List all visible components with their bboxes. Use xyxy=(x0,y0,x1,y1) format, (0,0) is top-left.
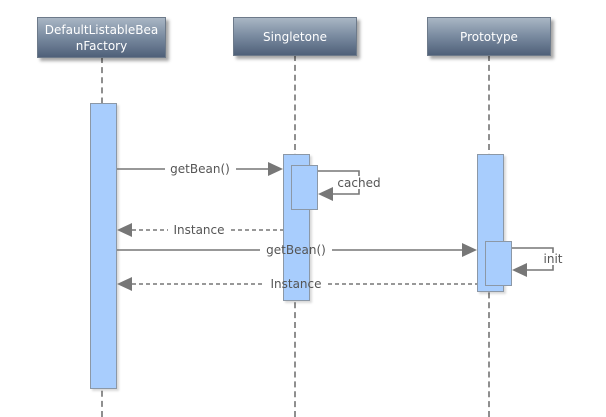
arrowhead-icon xyxy=(512,263,527,277)
arrowhead-icon xyxy=(268,162,283,176)
participant-factory-label-line2: nFactory xyxy=(75,38,128,53)
participant-factory-label-line1: DefaultListableBea xyxy=(44,22,159,37)
activation-prototype-nested xyxy=(485,241,512,286)
message-init: init xyxy=(512,247,563,277)
message-getbean-singletone: getBean() xyxy=(117,162,283,176)
message-instance-singletone: Instance xyxy=(117,223,283,237)
arrowhead-icon xyxy=(462,243,477,257)
message-getbean-prototype: getBean() xyxy=(117,243,477,257)
arrowhead-icon xyxy=(318,187,333,201)
participant-prototype-label: Prototype xyxy=(460,29,518,44)
arrowhead-icon xyxy=(117,277,132,291)
participant-singletone[interactable]: Singletone xyxy=(233,17,357,56)
participant-singletone-label: Singletone xyxy=(263,29,327,44)
participant-prototype[interactable]: Prototype xyxy=(427,17,551,56)
message-label: init xyxy=(544,252,563,266)
arrowhead-icon xyxy=(117,223,132,237)
message-cached: cached xyxy=(318,170,381,201)
message-label: getBean() xyxy=(266,243,326,257)
message-label: cached xyxy=(337,176,380,190)
activation-singletone-nested xyxy=(291,165,318,210)
message-label: Instance xyxy=(270,277,321,291)
message-instance-prototype: Instance xyxy=(117,277,477,291)
message-label: Instance xyxy=(173,223,224,237)
message-label: getBean() xyxy=(170,162,230,176)
activation-factory xyxy=(90,103,117,389)
participant-factory[interactable]: DefaultListableBea nFactory xyxy=(37,17,166,58)
participant-factory-label: DefaultListableBea nFactory xyxy=(45,22,158,54)
